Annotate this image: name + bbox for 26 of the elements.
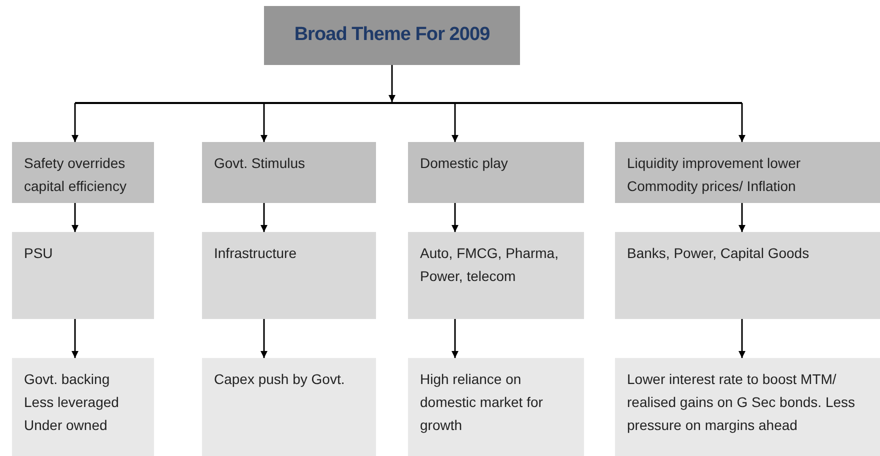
theme-box: Govt. Stimulus [202, 142, 376, 203]
arrow [72, 203, 78, 232]
rationale-box: Capex push by Govt. [202, 358, 376, 456]
theme-box: Safety overrides capital efficiency [12, 142, 154, 203]
arrow [72, 319, 78, 358]
arrow [452, 319, 458, 358]
theme-box: Domestic play [408, 142, 584, 203]
sector-box: Banks, Power, Capital Goods [615, 232, 880, 319]
arrow [452, 203, 458, 232]
rationale-box: High reliance on domestic market for growth [408, 358, 584, 456]
sector-box: Auto, FMCG, Pharma, Power, telecom [408, 232, 584, 319]
arrow [260, 203, 268, 232]
sector-box: Infrastructure [202, 232, 376, 319]
arrow [738, 319, 746, 358]
rationale-box: Govt. backing Less leveraged Under owned [12, 358, 154, 456]
arrow [452, 103, 458, 142]
theme-box: Liquidity improvement lower Commodity prices/ Inflation [615, 142, 880, 203]
arrow [75, 65, 742, 104]
sector-box: PSU [12, 232, 154, 319]
arrow [72, 103, 78, 142]
arrow [738, 203, 746, 232]
arrow [260, 103, 268, 142]
rationale-box: Lower interest rate to boost MTM/ realised gains on G Sec bonds. Less pressure on margins ahead [615, 358, 880, 456]
arrow [260, 319, 268, 358]
title-box: Broad Theme For 2009 [264, 6, 520, 65]
arrow [738, 103, 746, 142]
